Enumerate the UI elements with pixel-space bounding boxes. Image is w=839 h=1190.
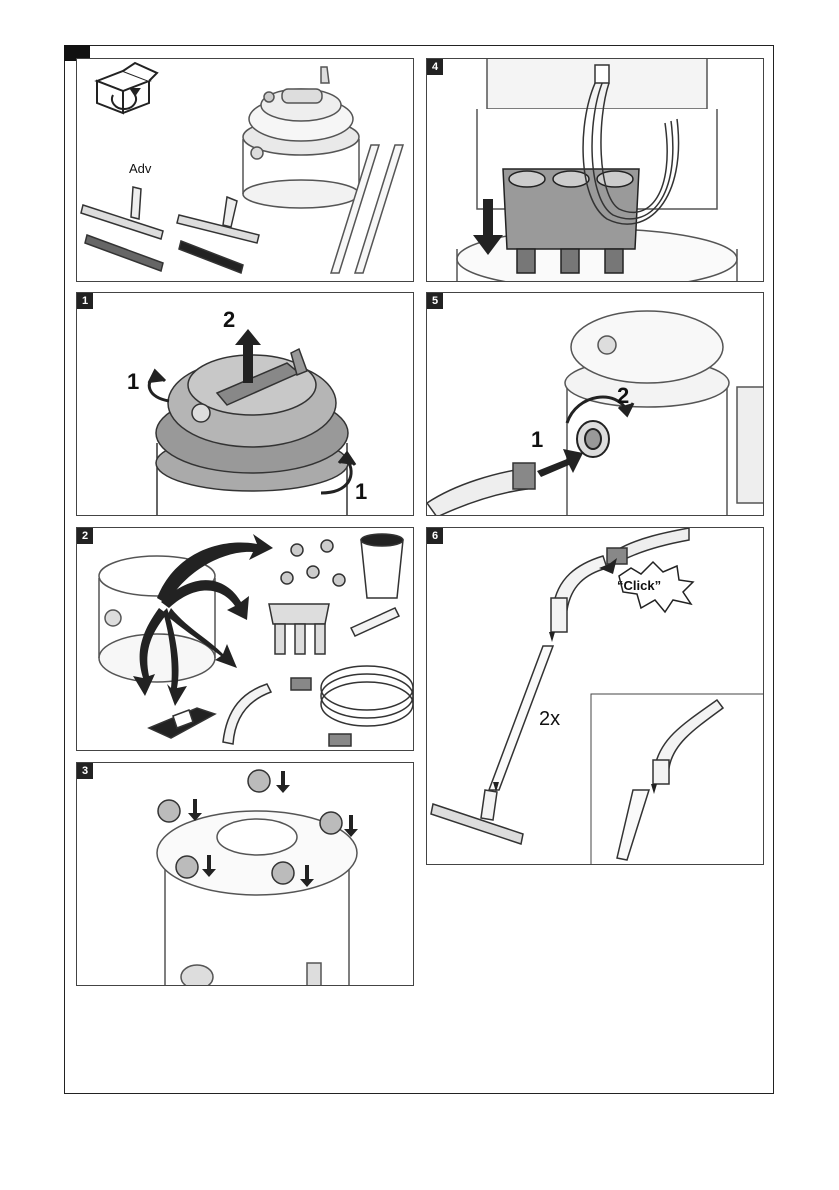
step-badge: 1 (77, 293, 93, 309)
floor-nozzle-left (81, 187, 163, 271)
panel-step-1: 1 1 2 1 (76, 292, 414, 516)
step-label-1a: 1 (127, 369, 139, 395)
step-label-1b: 1 (355, 479, 367, 505)
panel-step-3: 3 (76, 762, 414, 986)
box-icon (97, 63, 157, 113)
dust-bag (149, 708, 215, 738)
hose-connector (607, 528, 689, 564)
panel-step-4: 4 (426, 58, 764, 282)
floor-nozzle-right (177, 197, 259, 273)
step-badge: 2 (77, 528, 93, 544)
step-label-1: 1 (531, 427, 543, 453)
vacuum-drawing (243, 67, 359, 208)
step-label-2: 2 (617, 383, 629, 409)
step-badge: 5 (427, 293, 443, 309)
holder-drawing (269, 604, 329, 654)
step-5-illustration (427, 293, 764, 516)
repeat-count: 2x (539, 708, 560, 731)
accessory-label: Adv (129, 161, 151, 176)
step-6-illustration (427, 528, 764, 865)
tool-holder (503, 169, 639, 273)
step-badge: 3 (77, 763, 93, 779)
step-4-illustration (427, 59, 764, 282)
panel-unpack: Adv (76, 58, 414, 282)
rotate-arrow-left (149, 371, 169, 401)
filter-drawing (361, 534, 403, 598)
unpack-illustration (77, 59, 414, 282)
step-badge: 6 (427, 528, 443, 544)
click-text: “Click” (617, 578, 661, 593)
tubes-drawing (331, 145, 403, 273)
coiled-hose (291, 666, 413, 746)
panel-step-5: 5 1 2 (426, 292, 764, 516)
step-badge: 4 (427, 59, 443, 75)
small-nozzle (351, 608, 399, 636)
step-label-2: 2 (223, 307, 235, 333)
elbow (223, 684, 271, 744)
panel-step-6: 6 “C (426, 527, 764, 865)
casters-group (281, 540, 345, 586)
floor-nozzle (431, 790, 523, 844)
inlet-port (577, 421, 609, 457)
handle (551, 556, 607, 632)
step-2-illustration (77, 528, 414, 751)
panel-step-2: 2 (76, 527, 414, 751)
insert-arrow (537, 449, 583, 477)
hose-drawing (427, 463, 535, 516)
step-3-illustration (77, 763, 414, 986)
